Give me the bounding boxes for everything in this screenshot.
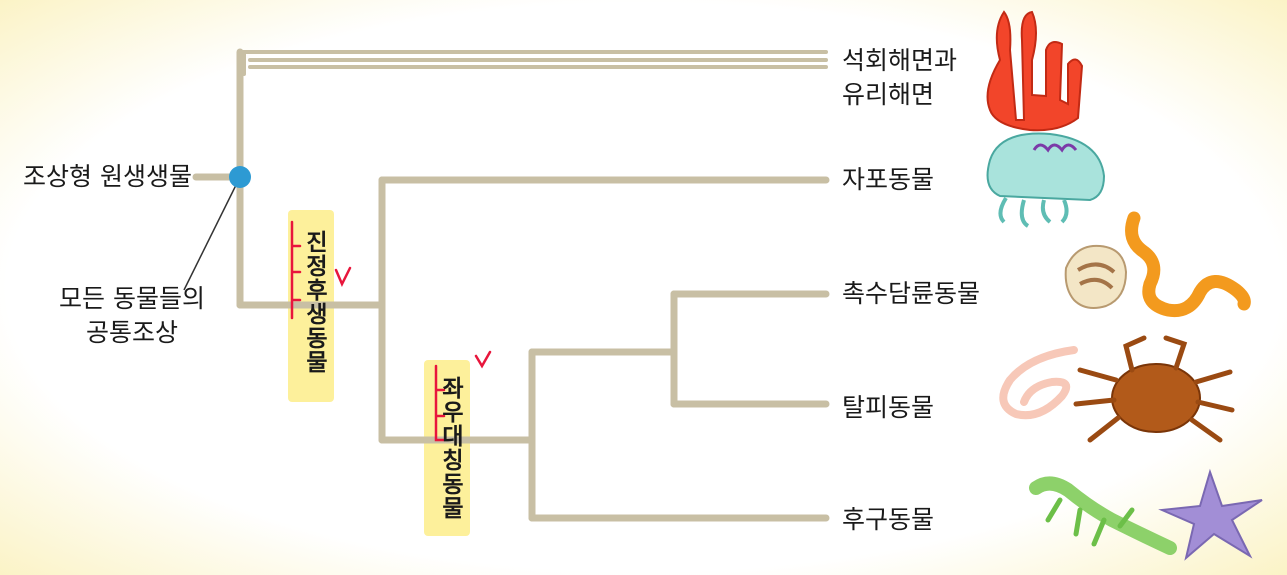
eumetazoa-label: 진정후생동물	[301, 230, 327, 374]
taxon-label-lophotrochozoa: 촉수담륜동물	[842, 279, 981, 308]
red-annotation-marks	[290, 220, 492, 442]
taxon-label-ecdysozoa: 탈피동물	[842, 393, 935, 422]
common-ancestor-label-line-2: 공통조상	[85, 318, 178, 347]
common-ancestor-label-line-1: 모든 동물들의	[59, 284, 205, 313]
worm-and-shell-icon	[1064, 211, 1251, 318]
bilateria-label: 좌우대칭동물	[437, 376, 463, 520]
sponge-icon	[986, 10, 1084, 132]
nematode-and-crab-icon	[999, 335, 1235, 443]
taxon-label-deuterostomia: 후구동물	[842, 505, 935, 534]
common-ancestor-node	[229, 166, 251, 188]
taxon-label-sponges-line-2: 유리해면	[842, 80, 935, 109]
taxon-label-cnidaria: 자포동물	[842, 165, 935, 194]
taxon-label-sponges: 석회해면과 유리해면	[842, 44, 957, 112]
tree-branches	[192, 48, 830, 522]
lizard-and-starfish-icon	[1029, 468, 1263, 561]
jellyfish-icon	[986, 132, 1106, 228]
ancestor-pointer-line	[183, 176, 241, 291]
root-ancestor-label: 조상형 원생생물	[23, 162, 192, 191]
common-ancestor-label: 모든 동물들의 공통조상	[44, 282, 220, 350]
taxon-label-sponges-line-1: 석회해면과	[842, 46, 958, 75]
